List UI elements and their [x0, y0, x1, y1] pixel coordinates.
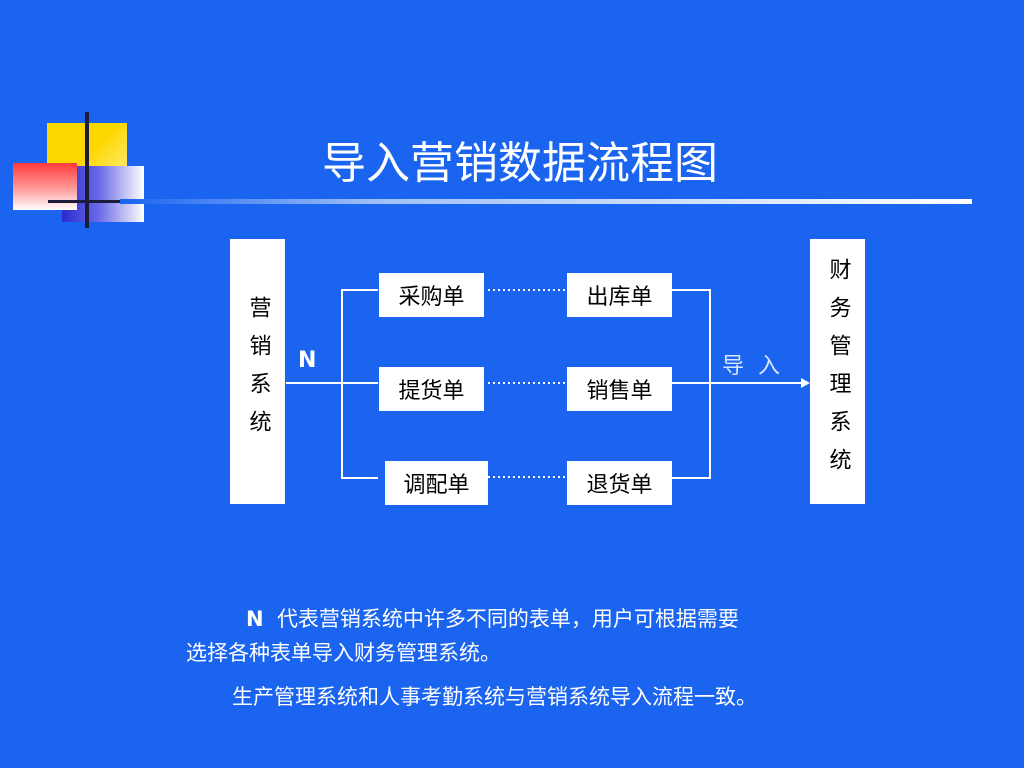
note-line-3: 生产管理系统和人事考勤系统与营销系统导入流程一致。 — [232, 685, 757, 709]
form-label: 提货单 — [398, 379, 465, 404]
form-sales-order: 销售单 — [567, 367, 672, 411]
form-label: 退货单 — [586, 473, 653, 498]
import-label: 导入 — [722, 354, 795, 379]
form-return-order: 退货单 — [567, 461, 672, 505]
decor-vertical-bar — [85, 112, 89, 228]
form-transfer-order: 调配单 — [385, 461, 488, 505]
n-label: N — [298, 348, 317, 373]
page-title: 导入营销数据流程图 — [322, 138, 718, 189]
note-line-2: 选择各种表单导入财务管理系统。 — [186, 641, 501, 665]
decor-horizontal-bar — [48, 200, 144, 203]
note-line-1: N 代表营销系统中许多不同的表单，用户可根据需要 — [246, 602, 739, 636]
form-label: 采购单 — [398, 285, 465, 310]
form-outbound-order: 出库单 — [567, 273, 672, 317]
marketing-system-box: 营销系统 — [230, 239, 285, 504]
form-purchase-order: 采购单 — [379, 273, 484, 317]
note-n-symbol: N — [246, 607, 264, 631]
note-line-1-text: 代表营销系统中许多不同的表单，用户可根据需要 — [276, 607, 739, 631]
form-label: 调配单 — [403, 473, 470, 498]
form-pickup-order: 提货单 — [379, 367, 484, 411]
form-label: 销售单 — [586, 379, 653, 404]
finance-system-box: 财务管理系统 — [810, 239, 865, 504]
marketing-system-label: 营销系统 — [245, 295, 271, 448]
title-underline — [120, 199, 972, 204]
finance-system-label: 财务管理系统 — [825, 257, 851, 486]
form-label: 出库单 — [586, 285, 653, 310]
